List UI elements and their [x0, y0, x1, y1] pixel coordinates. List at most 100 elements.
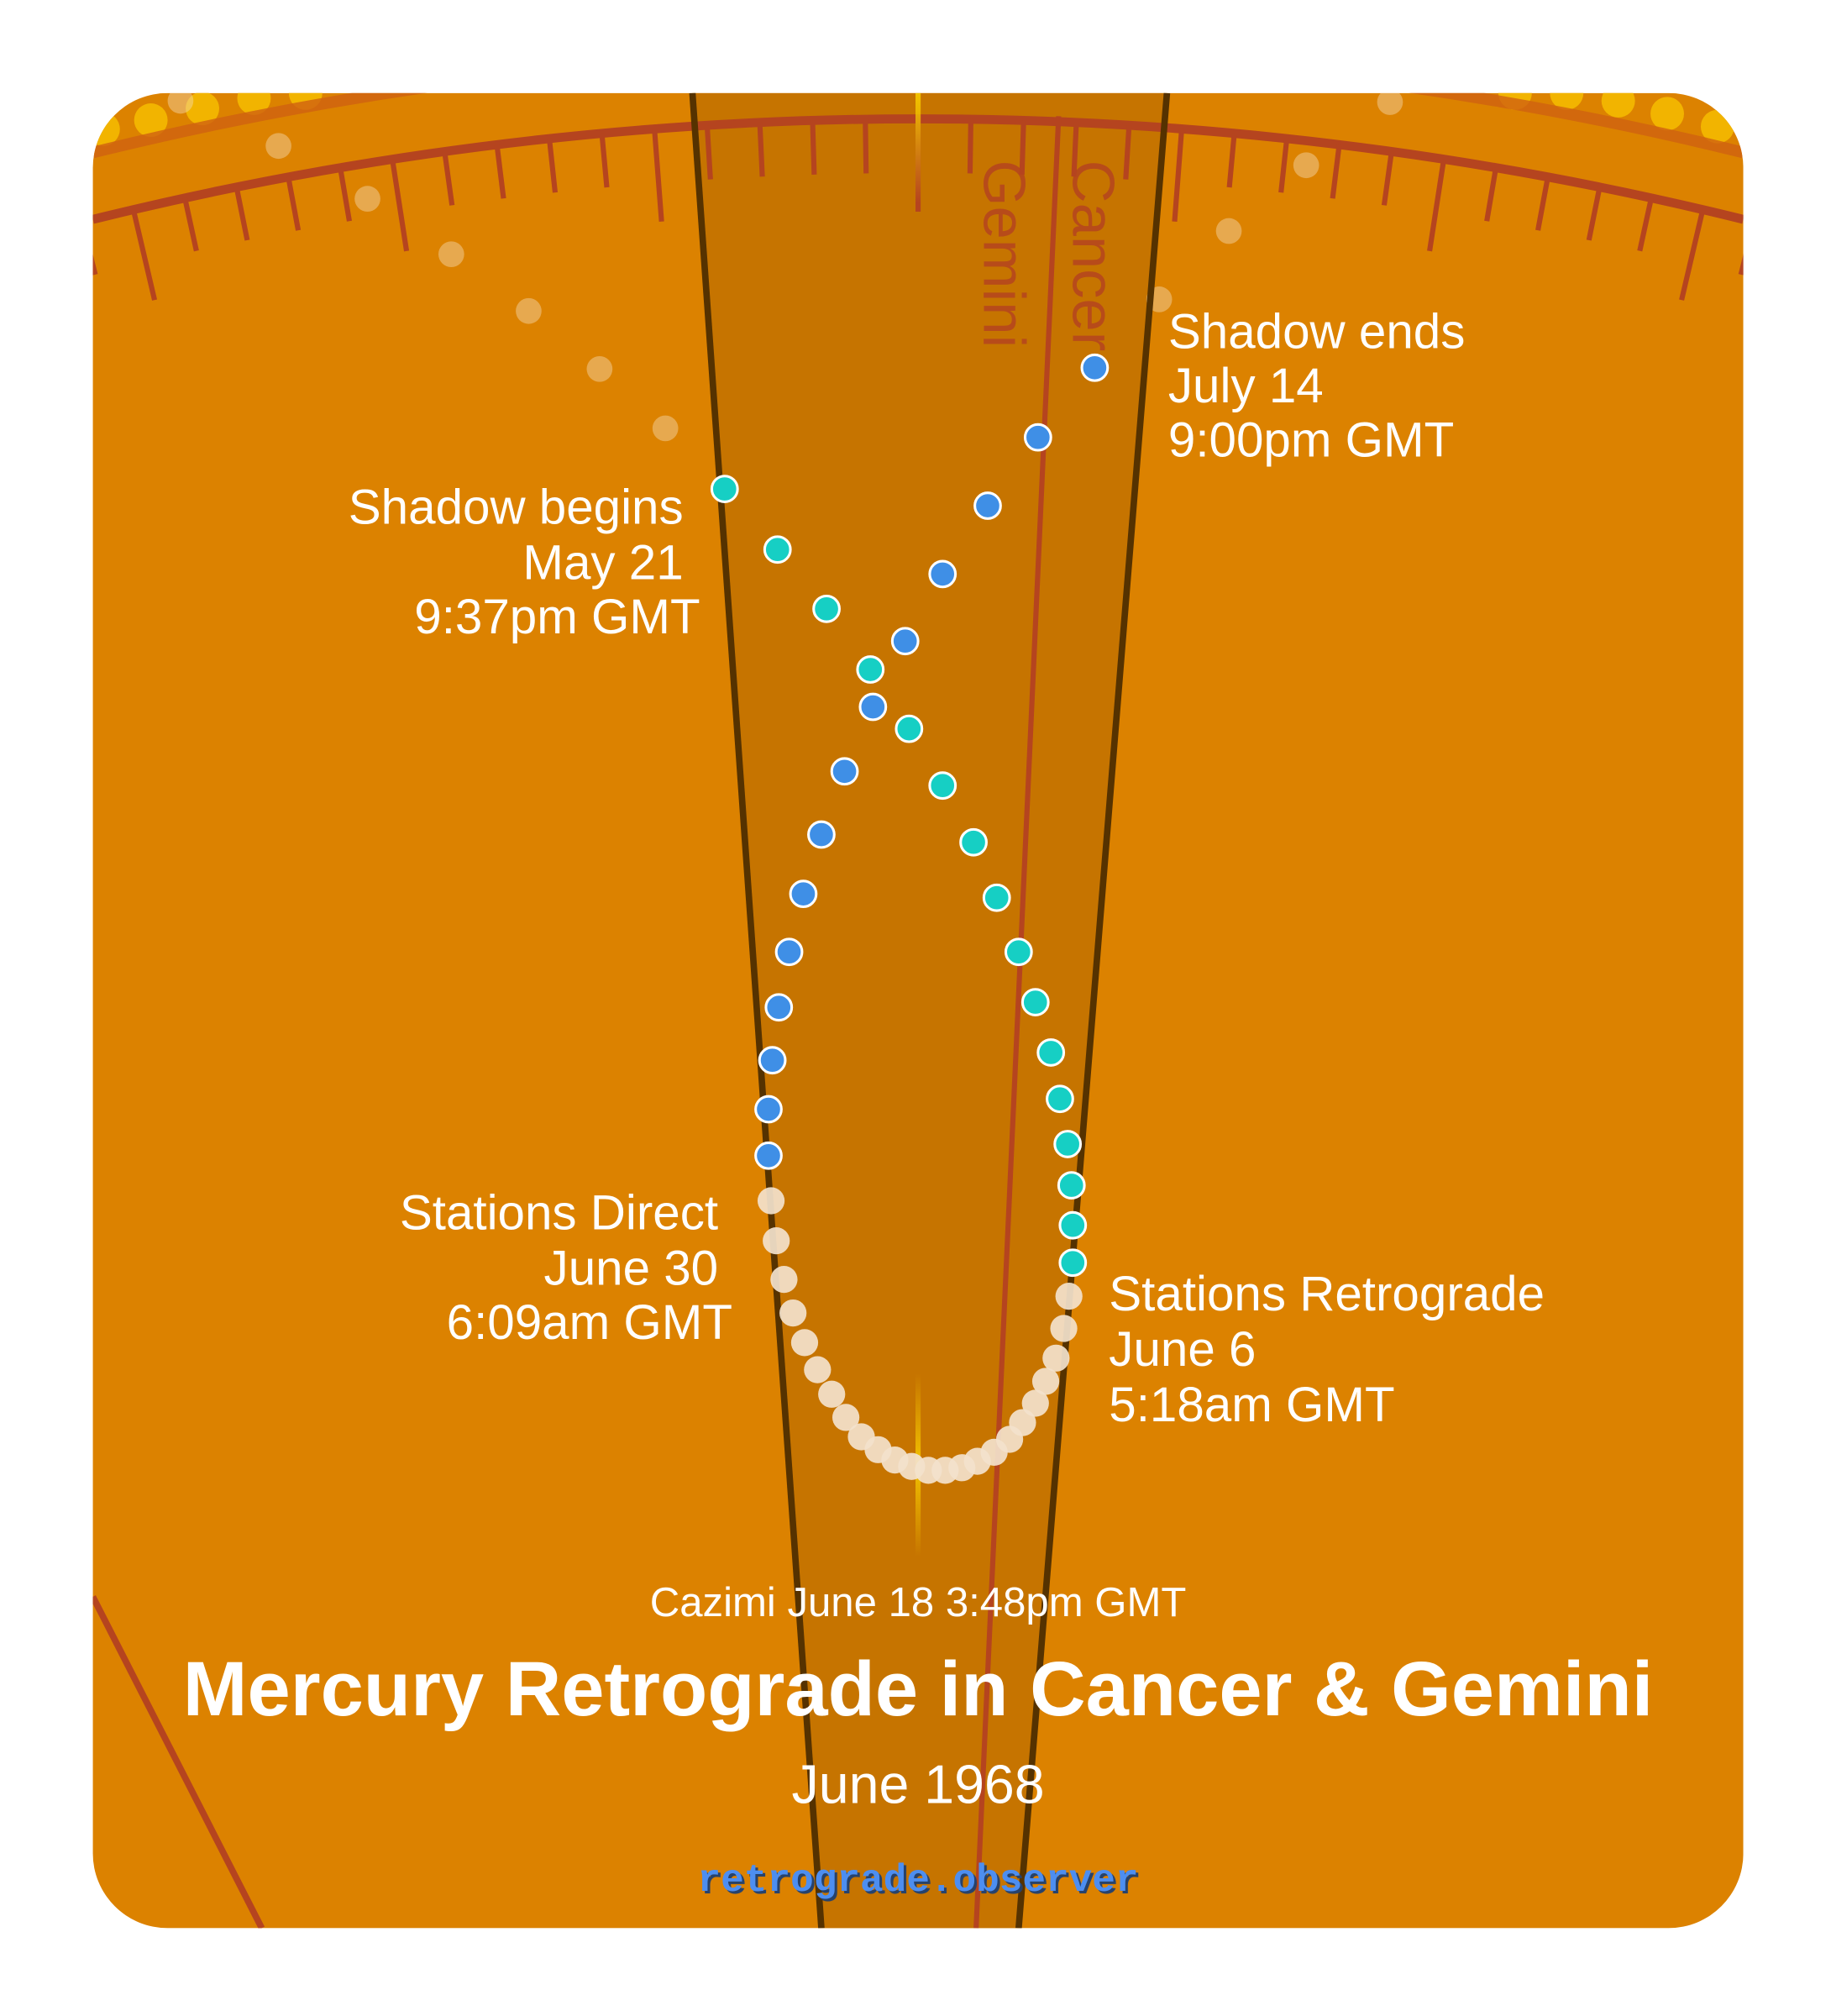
degree-ticks — [92, 118, 1744, 301]
pre-shadow-dot — [895, 714, 924, 743]
retrograde-dot — [1031, 1368, 1060, 1395]
tick-mark — [1679, 208, 1706, 301]
stations-retrograde-time: 5:18am GMT — [1109, 1378, 1394, 1432]
tick-mark — [1278, 138, 1290, 193]
tick-mark — [1738, 221, 1744, 276]
tick-mark — [967, 118, 973, 174]
pre-shadow-dot — [1036, 1038, 1066, 1067]
pre-shadow-dot — [812, 594, 841, 623]
tick-mark — [704, 125, 713, 180]
pre-shadow-dot — [1058, 1248, 1088, 1278]
retrograde-dot — [847, 1423, 875, 1451]
stations-direct-title: Stations Direct — [400, 1185, 718, 1240]
pre-shadow-dot — [928, 771, 957, 801]
sun-glow-top — [916, 92, 921, 203]
label-stations-retrograde: Stations Retrograde June 6 5:18am GMT — [1109, 1267, 1545, 1432]
shadow-trail-dot — [586, 355, 613, 382]
tick-mark — [1381, 151, 1394, 206]
post-shadow-dot — [754, 1095, 783, 1124]
stations-retrograde-title: Stations Retrograde — [1109, 1267, 1545, 1321]
tick-mark — [130, 208, 158, 301]
shadow-trail-dot — [1377, 92, 1403, 115]
tick-mark — [92, 221, 98, 276]
tick-mark — [1427, 159, 1447, 252]
post-shadow-dot — [928, 559, 957, 589]
shadow-trail-dot — [1215, 218, 1242, 244]
tick-mark — [1637, 197, 1655, 252]
retrograde-dot — [804, 1356, 832, 1383]
decor-dot — [1601, 92, 1635, 118]
stations-direct-date: June 30 — [544, 1241, 719, 1295]
shadow-begins-title: Shadow begins — [349, 480, 684, 535]
post-shadow-dot — [758, 1046, 787, 1075]
pre-shadow-dot — [1046, 1084, 1074, 1114]
post-shadow-dot — [858, 692, 888, 722]
tick-mark — [757, 122, 765, 177]
post-shadow-dot — [1023, 423, 1052, 452]
retrograde-dot — [1055, 1283, 1083, 1310]
retrograde-dot — [832, 1404, 860, 1431]
shadow-trail-dot — [516, 297, 542, 324]
stations-direct-time: 6:09am GMT — [447, 1295, 732, 1350]
label-shadow-begins: Shadow begins May 21 9:37pm GMT — [349, 480, 700, 644]
decor-dot — [1650, 97, 1684, 131]
post-shadow-dot — [764, 993, 794, 1022]
shadow-trail-dot — [652, 415, 679, 442]
tick-mark — [652, 129, 664, 222]
shadow-trail-dot — [1293, 152, 1319, 179]
shadow-begins-date: May 21 — [522, 536, 683, 591]
decor-dot — [186, 92, 219, 126]
tick-mark — [1226, 133, 1237, 188]
left-boundary-line — [92, 1595, 265, 1929]
tick-mark — [182, 197, 199, 252]
subtitle: June 1968 — [792, 1754, 1045, 1814]
post-shadow-dot — [830, 757, 859, 786]
tick-mark — [494, 144, 506, 199]
shadow-ends-time: 9:00pm GMT — [1168, 413, 1454, 468]
tick-mark — [863, 118, 869, 174]
shadow-ends-title: Shadow ends — [1168, 305, 1465, 360]
label-shadow-ends: Shadow ends July 14 9:00pm GMT — [1168, 305, 1465, 468]
tick-mark — [810, 120, 817, 175]
pre-shadow-dot — [1020, 988, 1050, 1016]
outer-arc — [92, 92, 1744, 159]
wedge-right-boundary — [1015, 92, 1171, 1929]
decor-dot — [92, 112, 120, 146]
pre-shadow-dot — [1004, 937, 1033, 967]
post-shadow-dot — [807, 820, 836, 849]
tick-mark — [442, 151, 455, 206]
mercury-path — [710, 353, 1110, 1484]
shadow-trail-dot — [265, 133, 291, 160]
shadow-trail-dot — [438, 241, 464, 268]
tick-mark — [1123, 125, 1132, 180]
decor-dot — [1550, 92, 1584, 110]
shadow-begins-time: 9:37pm GMT — [414, 590, 700, 644]
page-title: Mercury Retrograde in Cancer & Gemini — [183, 1646, 1654, 1732]
tick-mark — [338, 167, 352, 222]
sign-label-gemini: Gemini — [971, 160, 1037, 349]
post-shadow-dot — [754, 1141, 783, 1170]
pre-shadow-dot — [710, 475, 739, 503]
sign-wedge — [692, 92, 1167, 1929]
pre-shadow-dot — [856, 655, 885, 684]
pre-shadow-dot — [959, 827, 988, 857]
post-shadow-dot — [973, 491, 1002, 520]
post-shadow-dot — [789, 879, 818, 909]
retrograde-dot — [1050, 1315, 1078, 1342]
decor-dot — [134, 103, 168, 137]
shadow-trail-dot — [167, 92, 194, 114]
tick-mark — [1535, 176, 1550, 231]
tick-mark — [1071, 122, 1079, 177]
tick-mark — [1019, 120, 1026, 175]
pre-shadow-dot — [982, 883, 1011, 912]
sign-label-cancer: Cancer — [1060, 160, 1126, 352]
wedge-left-boundary — [689, 92, 825, 1929]
site-link[interactable]: retrograde.observer — [698, 1859, 1139, 1903]
pre-shadow-dot — [1053, 1130, 1083, 1158]
label-stations-direct: Stations Direct June 30 6:09am GMT — [400, 1185, 732, 1349]
retrograde-dot — [763, 1226, 790, 1255]
retrograde-dot — [1021, 1389, 1049, 1417]
post-shadow-dot — [774, 937, 804, 967]
retrograde-dot — [1042, 1344, 1070, 1372]
tick-mark — [390, 159, 410, 252]
